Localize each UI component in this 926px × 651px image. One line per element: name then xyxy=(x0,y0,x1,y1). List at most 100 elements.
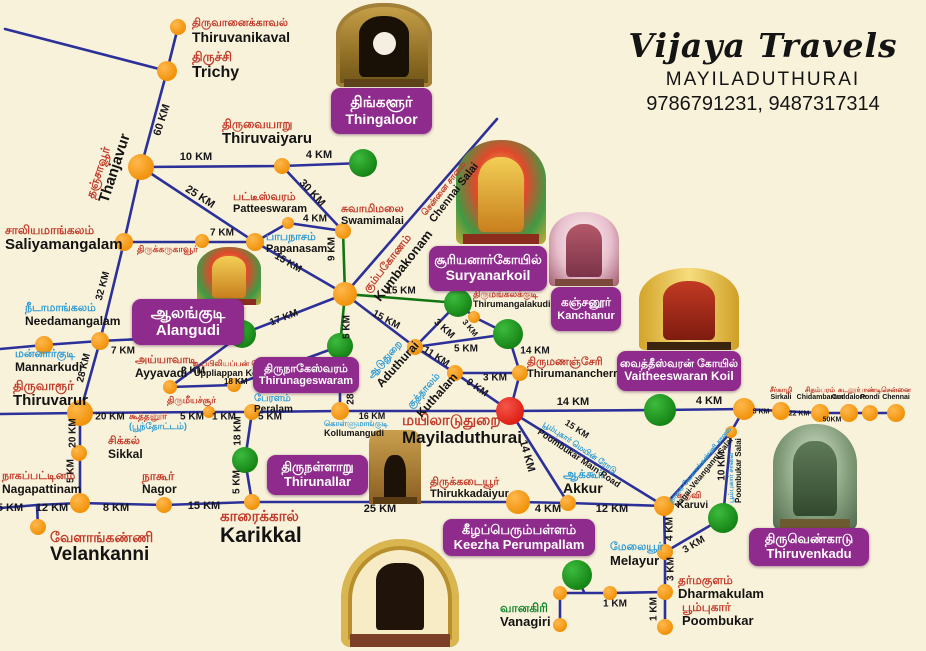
road-segment-3 xyxy=(139,161,365,169)
node-needamangalam xyxy=(91,332,109,350)
place-label-sirkali-line-0: சீர்காழி xyxy=(769,387,793,394)
place-label-thiruvanikaval-line-1: Thiruvanikaval xyxy=(192,28,291,45)
node-thingaloor xyxy=(349,149,377,177)
place-label-peralam-line-1: Peralam xyxy=(254,403,293,415)
place-label-karikkal: காரைக்கால்Karikkal xyxy=(220,508,302,548)
node-thirukarugavur xyxy=(195,234,209,248)
place-label-needamangalam-line-1: Needamangalam xyxy=(25,313,121,328)
place-label-thiruvanikaval-line-0: திருவானைக்காவல் xyxy=(192,17,289,29)
place-label-thirumanancherry: திருமணஞ்சேரிThirumanancherry xyxy=(527,356,624,381)
distance-label-51-5-km: 5 KM xyxy=(231,470,243,494)
node-peralam xyxy=(331,402,349,420)
place-label-dharmakulam-line-1: Dharmakulam xyxy=(678,585,764,601)
temple-box-keezha-perumpallam-english: Keezha Perumpallam xyxy=(453,536,585,552)
distance-label-36-3-km: 3 KM xyxy=(665,557,677,581)
place-label-chidambaram: சிதம்பரம்Chidambaram xyxy=(797,387,844,402)
place-label-pondi-line-0: பாண்டி xyxy=(858,387,882,394)
place-label-nagor: நாகூர்Nagor xyxy=(142,470,177,496)
keezha-perumpallam-deity-image-figure xyxy=(376,562,424,630)
place-label-thiruvaiyaru-line-0: திருவையாறு xyxy=(222,117,293,131)
kanchanur-deity-image-pedestal xyxy=(554,278,614,286)
place-label-velankanni-line-0: வேளாங்கண்ணி xyxy=(50,529,154,545)
place-label-nagor-line-1: Nagor xyxy=(142,481,177,496)
place-label-vanagiri-line-1: Vanagiri xyxy=(500,613,551,629)
distance-label-17-2-km: 2 KM xyxy=(181,365,205,377)
place-label-mannarkudi: மன்னார்குடிMannarkudi xyxy=(15,348,83,374)
temple-box-suryanarkoil: சூரியனார்கோயில்Suryanarkoil xyxy=(429,246,547,291)
distance-label-44-12-km: 12 KM xyxy=(35,502,69,514)
place-label-karuvi-line-1: Karuvi xyxy=(677,499,709,511)
place-label-patteeswaram-line-1: Patteeswaram xyxy=(233,202,307,215)
thingaloor-deity-image-pedestal xyxy=(343,78,425,87)
brand-city: MAYILADUTHURAI xyxy=(665,69,861,90)
node-kuthalam xyxy=(447,365,463,381)
node-nagai-salai-turn xyxy=(725,426,737,438)
place-label-poombukar: பூம்புகார்Poombukar xyxy=(682,601,754,628)
place-label-saliyamangalam-line-0: சாலியமாங்கலம் xyxy=(5,223,95,237)
node-pondi xyxy=(862,405,878,421)
keezha-perumpallam-deity-image-pedestal xyxy=(350,634,450,647)
header: Vijaya Travels MAYILADUTHURAI 9786791231… xyxy=(612,26,914,116)
temple-box-thirunallar: திருநள்ளாறுThirunallar xyxy=(267,455,368,495)
temple-box-suryanarkoil-tamil: சூரியனார்கோயில் xyxy=(434,252,542,268)
vaitheeswaran-deity-image-figure xyxy=(663,281,715,341)
temple-box-kanchanur: கஞ்சனூர்Kanchanur xyxy=(551,287,621,331)
place-label-thirukkadaiyur-line-0: திருக்கடையூர் xyxy=(430,476,500,488)
distance-label-47-5-km: 5 KM xyxy=(180,411,204,423)
distance-label-1-10-km: 10 KM xyxy=(179,151,213,163)
place-label-needamangalam-line-0: நீடாமாங்கலம் xyxy=(25,302,96,314)
place-label-patteeswaram-line-0: பட்டீஸ்வரம் xyxy=(233,191,296,203)
distance-label-50-18-km: 18 KM xyxy=(232,416,244,446)
distance-label-22-3-km: 3 KM xyxy=(483,372,507,384)
place-label-mayiladuthurai-line-1: Mayiladuthurai xyxy=(402,428,522,448)
place-label-papanasam-line-1: Papanasam xyxy=(266,242,328,255)
node-poombukar xyxy=(657,619,673,635)
road-segment-36 xyxy=(0,500,666,510)
alangudi-deity-image xyxy=(197,247,261,305)
node-thirunallar-junction xyxy=(244,404,260,420)
place-label-uppliappan-koil-line-0: உப்பிலியப்பன் கோவில் xyxy=(194,359,283,368)
distance-label-25-16-km: 16 KM xyxy=(358,411,386,421)
node-thanjavur xyxy=(128,154,154,180)
place-label-akkur: ஆக்கூர்Akkur xyxy=(563,468,604,496)
distance-label-37-1-km: 1 KM xyxy=(648,597,660,621)
place-label-papanasam-line-0: பாபநாசம் xyxy=(266,231,316,243)
vaitheeswaran-deity-image xyxy=(639,268,739,350)
place-label-thirumanancherry-line-1: Thirumanancherry xyxy=(527,367,624,380)
place-label-vanagiri: வானகிரிVanagiri xyxy=(500,602,551,629)
node-keezha-perumpallam xyxy=(562,560,592,590)
place-label-ayyavadi-line-1: Ayyavadi xyxy=(135,365,188,380)
place-label-thiruvaiyaru: திருவையாறுThiruvaiyaru xyxy=(222,118,312,147)
distance-label-6-4-km: 4 KM xyxy=(303,213,327,225)
node-velankanni xyxy=(30,519,46,535)
temple-box-thiruvenkadu: திருவெண்காடுThiruvenkadu xyxy=(749,528,869,566)
node-aduthurai xyxy=(407,339,423,355)
temple-box-keezha-perumpallam-tamil: கீழப்பெரும்பள்ளம் xyxy=(461,521,577,537)
place-label-papanasam: பாபநாசம்Papanasam xyxy=(266,231,328,256)
node-akkur xyxy=(560,495,576,511)
place-label-peralam: பேரளம்Peralam xyxy=(254,393,293,415)
place-label-nagapattinam: நாகப்பட்டினம்Nagapattinam xyxy=(2,470,81,496)
place-label-melayur: மேலையூர்Melayur xyxy=(610,541,663,568)
distance-label-52-20-km: 20 KM xyxy=(67,418,79,448)
place-label-akkur-line-0: ஆக்கூர் xyxy=(563,467,605,481)
distance-label-20-5-km: 5 KM xyxy=(454,343,478,355)
road-segment-41 xyxy=(168,383,236,389)
vaitheeswaran-deity-image-pedestal xyxy=(647,341,731,350)
thiruvenkadu-deity-image xyxy=(773,424,857,529)
place-label-mayiladuthurai-line-0: மயிலாடுதுறை xyxy=(402,412,501,429)
suryanarkoil-deity-image-pedestal xyxy=(463,233,539,244)
place-label-saliyamangalam-line-1: Saliyamangalam xyxy=(5,235,123,253)
place-label-ayyavadi: அய்யாவாடிAyyavadi xyxy=(135,354,197,380)
place-label-koothanur-line-0: கூத்தனூர் xyxy=(129,411,167,421)
place-label-mannarkudi-line-1: Mannarkudi xyxy=(15,359,83,374)
place-label-trichy-line-0: திருச்சி xyxy=(192,49,233,64)
place-label-chidambaram-line-1: Chidambaram xyxy=(796,394,844,402)
node-chidambaram xyxy=(811,404,829,422)
place-label-uppliappan-koil-line-1: Uppliappan Koil xyxy=(194,367,263,378)
distance-label-41-25-km: 25 KM xyxy=(363,503,397,515)
node-thirunageswaram xyxy=(327,333,353,359)
temple-box-alangudi-tamil: ஆலங்குடி xyxy=(150,304,226,322)
